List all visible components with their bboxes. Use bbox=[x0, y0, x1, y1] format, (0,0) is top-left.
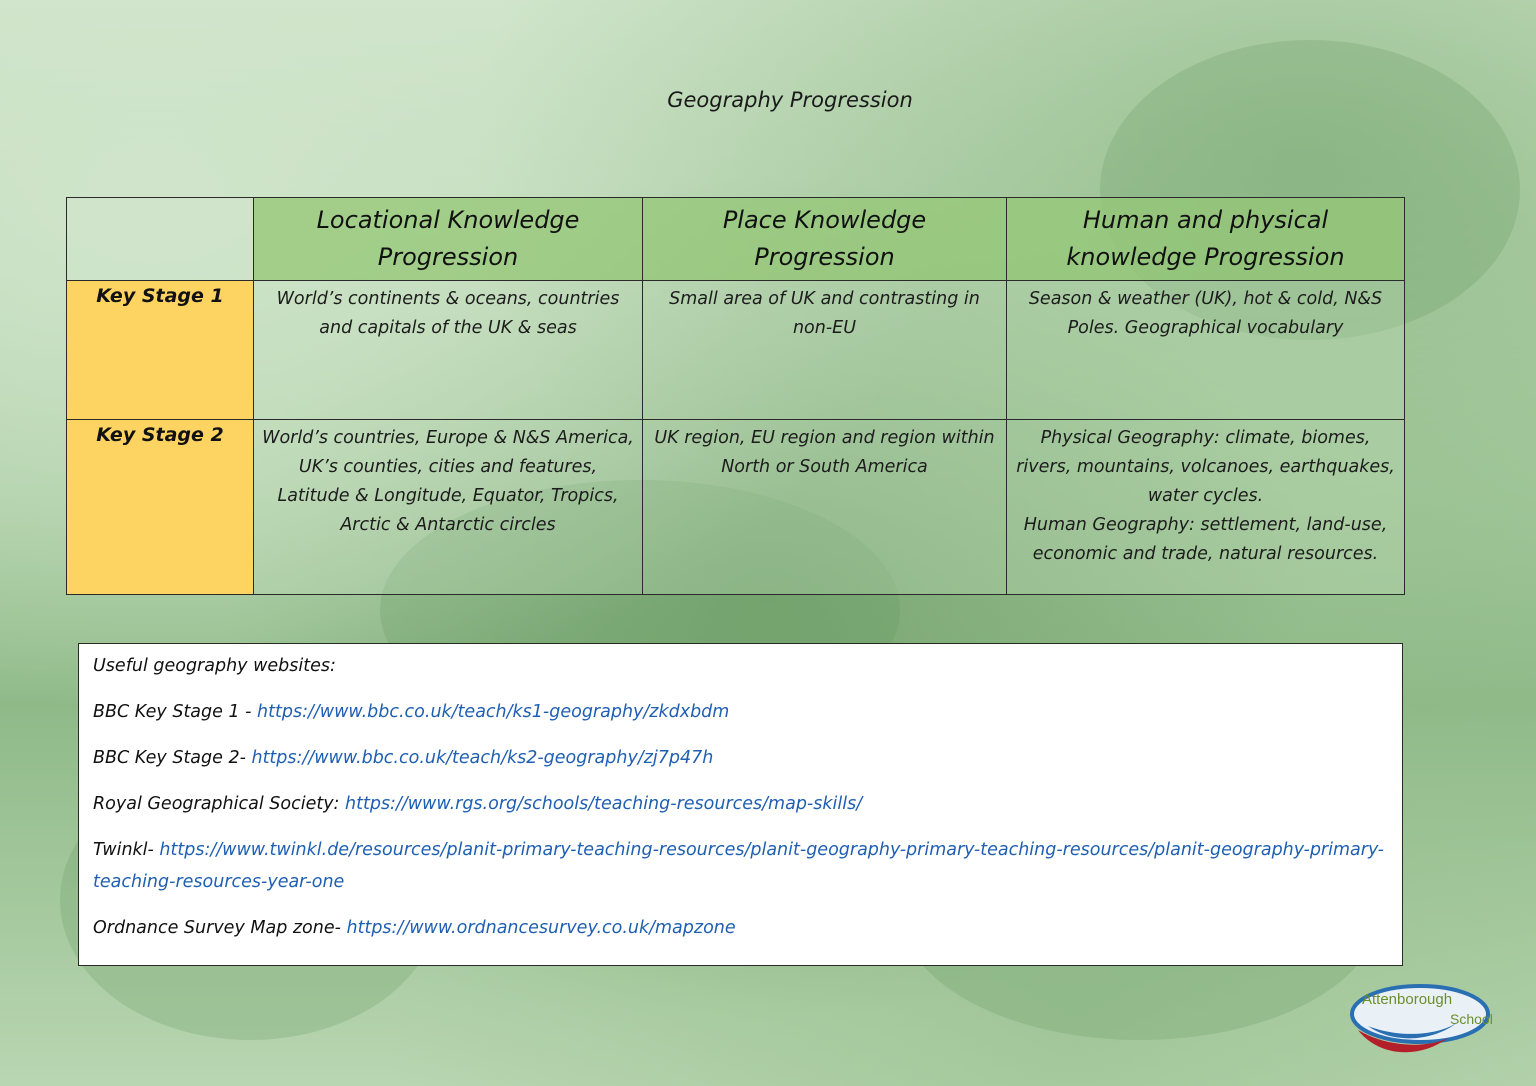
website-label: BBC Key Stage 2- bbox=[93, 748, 252, 768]
website-item: Royal Geographical Society: https://www.… bbox=[93, 788, 1388, 820]
logo-ring bbox=[1350, 984, 1490, 1044]
page-title: Geography Progression bbox=[667, 88, 913, 112]
website-label: BBC Key Stage 1 - bbox=[93, 702, 258, 722]
website-link[interactable]: https://www.ordnancesurvey.co.uk/mapzone bbox=[346, 918, 736, 938]
website-label: Royal Geographical Society: bbox=[93, 794, 346, 814]
cell-ks2-human-physical: Physical Geography: climate, biomes, riv… bbox=[1006, 419, 1405, 595]
human-geography-text: Human Geography: settlement, land-use, e… bbox=[1023, 515, 1388, 564]
website-label: Ordnance Survey Map zone- bbox=[93, 918, 347, 938]
cell-ks1-locational: World’s continents & oceans, countries a… bbox=[253, 280, 643, 420]
website-link[interactable]: https://www.rgs.org/schools/teaching-res… bbox=[345, 794, 863, 814]
logo-text-line2: School bbox=[1450, 1011, 1493, 1027]
cell-ks2-place: UK region, EU region and region within N… bbox=[642, 419, 1007, 595]
logo-text-line1: Attenborough bbox=[1362, 991, 1452, 1008]
logo-wave-blue bbox=[1368, 1022, 1458, 1039]
website-item: BBC Key Stage 1 - https://www.bbc.co.uk/… bbox=[93, 696, 1388, 728]
logo-wave-red bbox=[1358, 1030, 1448, 1053]
website-label: Twinkl- bbox=[93, 840, 160, 860]
website-item: BBC Key Stage 2- https://www.bbc.co.uk/t… bbox=[93, 742, 1388, 774]
website-link[interactable]: https://www.bbc.co.uk/teach/ks2-geograph… bbox=[251, 748, 714, 768]
cell-ks1-human-physical: Season & weather (UK), hot & cold, N&S P… bbox=[1006, 280, 1405, 420]
cell-ks1-place: Small area of UK and contrasting in non-… bbox=[642, 280, 1007, 420]
row-label-key-stage-2: Key Stage 2 bbox=[66, 419, 254, 595]
physical-geography-text: Physical Geography: climate, biomes, riv… bbox=[1016, 428, 1395, 506]
column-header-locational: Locational Knowledge Progression bbox=[253, 197, 643, 281]
website-link[interactable]: https://www.twinkl.de/resources/planit-p… bbox=[93, 840, 1384, 892]
row-label-key-stage-1: Key Stage 1 bbox=[66, 280, 254, 420]
cell-ks2-locational: World’s countries, Europe & N&S America,… bbox=[253, 419, 643, 595]
website-item: Ordnance Survey Map zone- https://www.or… bbox=[93, 912, 1388, 944]
school-logo: Attenborough School bbox=[1350, 984, 1493, 1053]
table-row: Key Stage 1 World’s continents & oceans,… bbox=[66, 280, 1405, 420]
useful-websites-box: Useful geography websites: BBC Key Stage… bbox=[78, 643, 1403, 966]
website-link[interactable]: https://www.bbc.co.uk/teach/ks1-geograph… bbox=[257, 702, 730, 722]
websites-heading: Useful geography websites: bbox=[93, 656, 336, 676]
table-row: Key Stage 2 World’s countries, Europe & … bbox=[66, 419, 1405, 595]
website-item: Twinkl- https://www.twinkl.de/resources/… bbox=[93, 834, 1388, 898]
table-corner-cell bbox=[66, 197, 254, 281]
column-header-place: Place Knowledge Progression bbox=[642, 197, 1007, 281]
column-header-human-physical: Human and physical knowledge Progression bbox=[1006, 197, 1405, 281]
table-header-row: Locational Knowledge Progression Place K… bbox=[66, 197, 1405, 281]
progression-table: Locational Knowledge Progression Place K… bbox=[66, 197, 1405, 595]
